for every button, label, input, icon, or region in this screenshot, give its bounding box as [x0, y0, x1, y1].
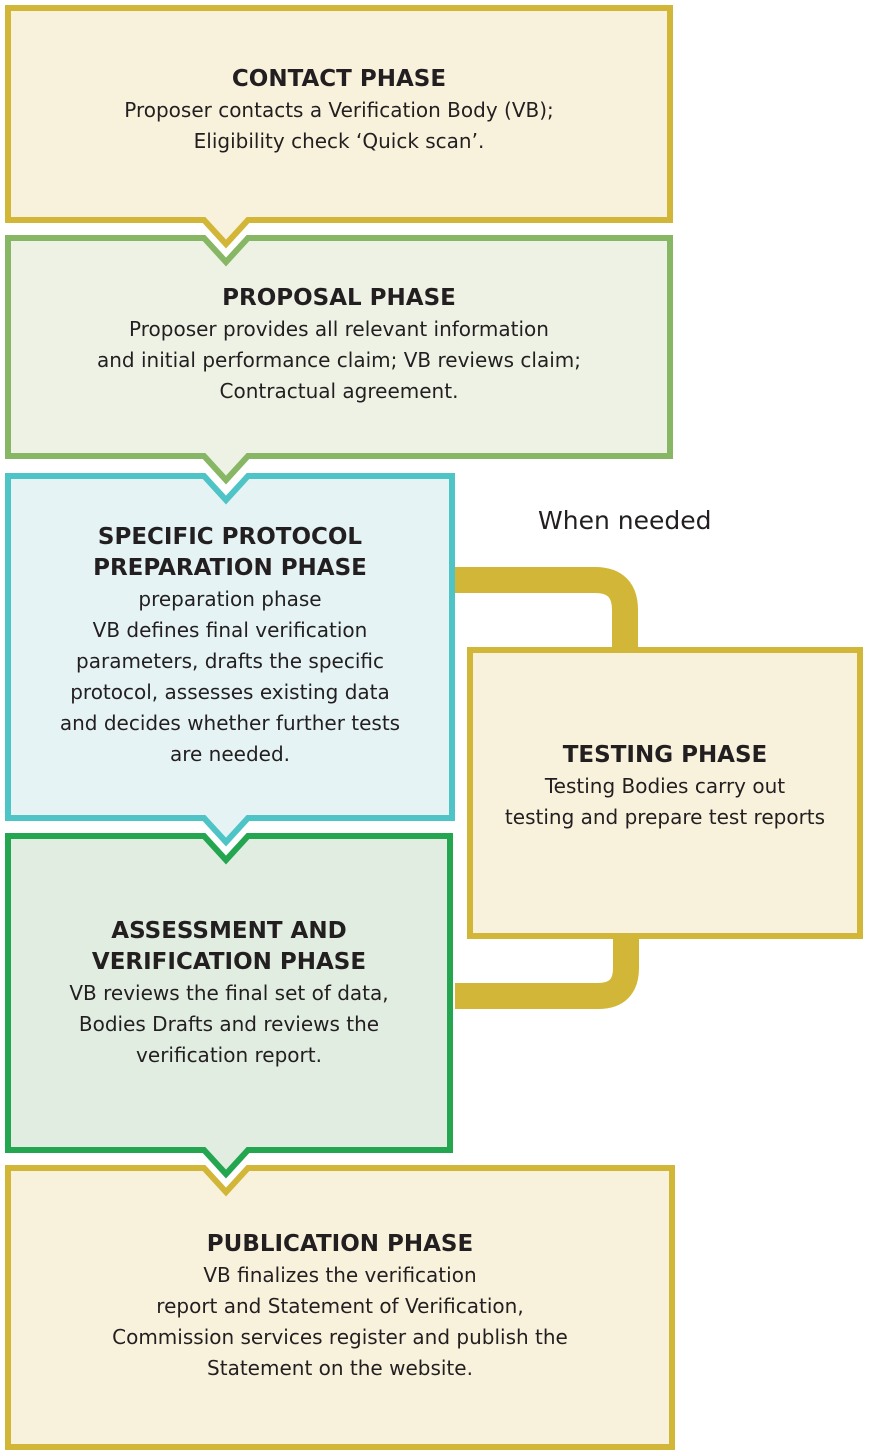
testing-box: [467, 647, 863, 939]
publication-phase: PUBLICATION PHASE VB finalizes the verif…: [8, 1229, 672, 1384]
contact-phase: CONTACT PHASE Proposer contacts a Verifi…: [8, 64, 670, 157]
protocol-phase-description: preparation phase VB defines final verif…: [59, 587, 401, 766]
testing-phase-title: TESTING PHASE: [562, 742, 768, 768]
publication-phase-description: VB finalizes the verification report and…: [112, 1263, 568, 1380]
protocol-box: [5, 473, 455, 847]
testing-phase: TESTING PHASE Testing Bodies carry out t…: [470, 740, 860, 833]
assessment-phase-description: VB reviews the final set of data, Bodies…: [69, 981, 389, 1067]
proposal-phase-title: PROPOSAL PHASE: [222, 285, 456, 311]
publication-box: [5, 1165, 675, 1450]
protocol-phase: SPECIFIC PROTOCOL PREPARATION PHASE prep…: [8, 522, 452, 770]
assessment-phase: ASSESSMENT AND VERIFICATION PHASE VB rev…: [8, 916, 450, 1071]
contact-phase-description: Proposer contacts a Verification Body (V…: [124, 98, 554, 153]
publication-phase-title: PUBLICATION PHASE: [206, 1231, 474, 1257]
proposal-box: [5, 235, 673, 485]
assessment-phase-title: ASSESSMENT AND VERIFICATION PHASE: [91, 918, 367, 975]
contact-box: [5, 5, 673, 249]
contact-phase-title: CONTACT PHASE: [231, 66, 447, 92]
connector-to-testing: [455, 567, 638, 670]
assessment-box: [5, 833, 453, 1179]
when-needed-label: When needed: [538, 506, 712, 535]
proposal-phase: PROPOSAL PHASE Proposer provides all rel…: [8, 283, 670, 407]
protocol-phase-title: SPECIFIC PROTOCOL PREPARATION PHASE: [93, 524, 367, 581]
testing-phase-description: Testing Bodies carry out testing and pre…: [504, 774, 826, 829]
proposal-phase-description: Proposer provides all relevant informati…: [97, 317, 581, 403]
connector-from-testing: [455, 936, 639, 1009]
